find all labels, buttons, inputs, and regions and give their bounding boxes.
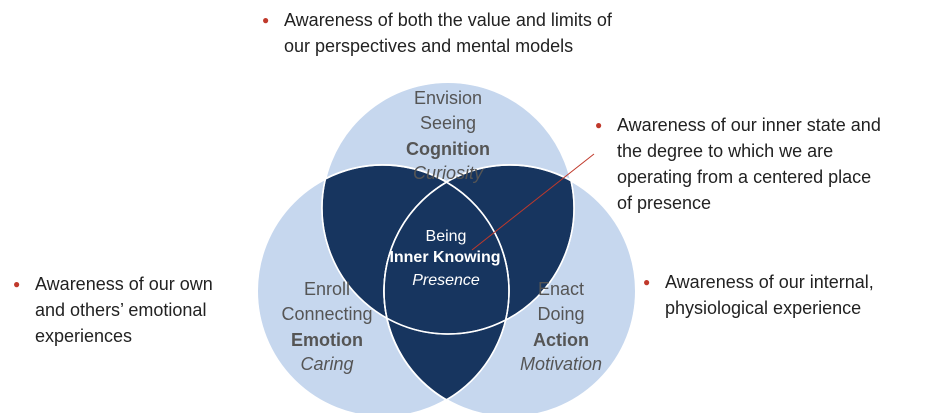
circle-outline	[256, 164, 510, 413]
top-circle-italic: Curiosity	[413, 163, 484, 183]
circle-outline	[321, 81, 575, 335]
bullet-center-line2: the degree to which we are	[617, 141, 834, 161]
bullet-dot-icon: ●	[13, 277, 21, 291]
center-italic: Presence	[412, 272, 480, 289]
bullet-left-line2: and others’ emotional	[35, 300, 207, 320]
bullet-right: ● Awareness of our internal, physiologic…	[643, 269, 874, 321]
left-circle-italic: Caring	[300, 354, 353, 374]
bullet-dot-icon: ●	[595, 118, 603, 132]
left-circle-bold: Emotion	[291, 330, 363, 350]
bullet-center-line3: operating from a centered place	[617, 167, 872, 187]
right-circle-italic: Motivation	[520, 354, 602, 374]
bullet-right-line1: Awareness of our internal,	[665, 272, 874, 292]
top-circle-bold: Cognition	[406, 139, 490, 159]
left-circle-line1: Enroll	[304, 279, 350, 299]
top-circle-line2: Seeing	[420, 113, 476, 133]
bullet-dot-icon: ●	[262, 13, 270, 27]
left-circle-line2: Connecting	[281, 304, 372, 324]
bullet-right-line2: physiological experience	[665, 298, 862, 318]
bullet-center-line4: of presence	[617, 193, 712, 213]
bullet-left-line3: experiences	[35, 326, 133, 346]
right-circle-line1: Enact	[538, 279, 584, 299]
bullet-top-line2: our perspectives and mental models	[284, 36, 574, 56]
bullet-top: ● Awareness of both the value and limits…	[262, 7, 612, 59]
bullet-top-line1: Awareness of both the value and limits o…	[284, 10, 612, 30]
circle-outline	[383, 164, 637, 413]
right-circle-line2: Doing	[537, 304, 584, 324]
connector-line	[471, 153, 595, 251]
center-bold: Inner Knowing	[389, 249, 500, 266]
right-circle-bold: Action	[533, 330, 589, 350]
top-circle-line1: Envision	[414, 88, 482, 108]
bullet-center-line1: Awareness of our inner state and	[617, 115, 881, 135]
bullet-center: ● Awareness of our inner state and the d…	[595, 112, 881, 216]
center-line1: Being	[426, 228, 467, 245]
bullet-left-line1: Awareness of our own	[35, 274, 213, 294]
bullet-left: ● Awareness of our own and others’ emoti…	[13, 271, 213, 349]
bullet-dot-icon: ●	[643, 275, 651, 289]
